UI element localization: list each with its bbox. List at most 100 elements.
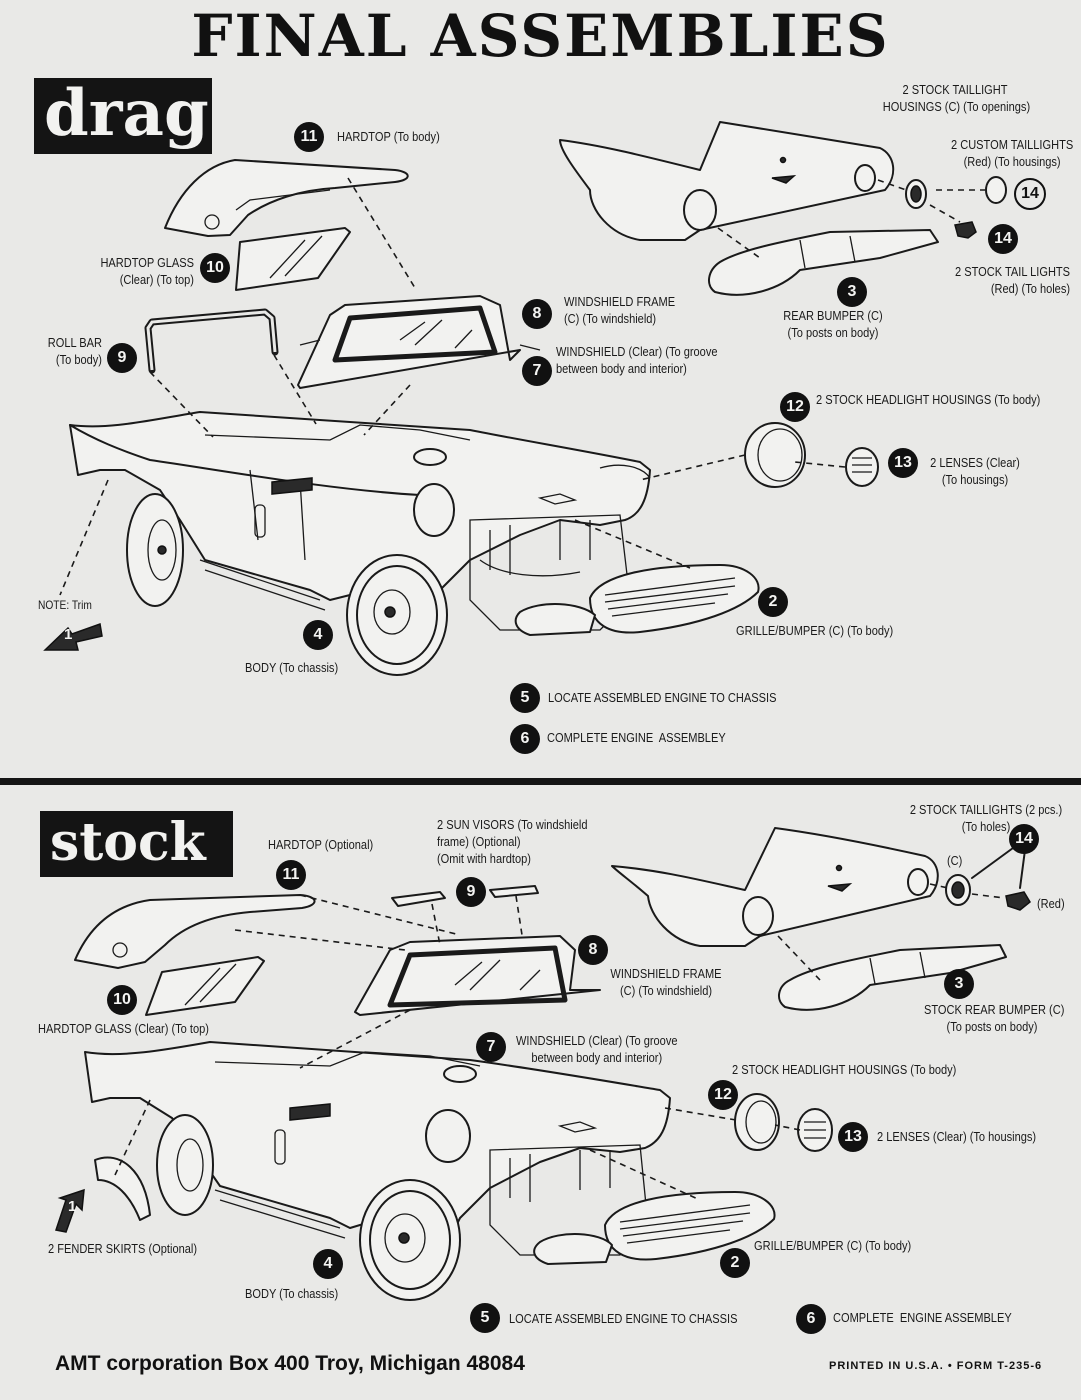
drag-step-9: 9 (107, 343, 137, 373)
drag-label-stock-tail-lights: 2 STOCK TAIL LIGHTS (Red) (To holes) (955, 264, 1071, 296)
stock-step-1: 1 (68, 1198, 77, 1215)
stock-step-7: 7 (476, 1032, 506, 1062)
drag-rear-fender-illustration (559, 121, 895, 241)
stock-label-windshield: WINDSHIELD (Clear) (To groove between bo… (516, 1033, 678, 1065)
drag-roll-bar-illustration (144, 308, 279, 374)
drag-grille-bumper-illustration (514, 564, 760, 636)
drag-step-4: 4 (303, 620, 333, 650)
stock-arrow-icon (55, 1188, 85, 1233)
drag-engine-illustration (469, 514, 631, 631)
stock-step-9: 9 (456, 877, 486, 907)
drag-label-taillight-housings: 2 STOCK TAILLIGHT HOUSINGS (C) (To openi… (882, 82, 1031, 114)
drag-step-14-stock: 14 (988, 224, 1018, 254)
drag-headlight-housing-illustration (744, 422, 806, 488)
drag-label-windshield: WINDSHIELD (Clear) (To groove between bo… (556, 344, 718, 376)
drag-body-illustration (69, 411, 651, 611)
drag-arrow-icon (43, 622, 103, 651)
stock-fender-skirt-illustration (94, 1156, 151, 1221)
drag-label-hardtop-glass: HARDTOP GLASS (Clear) (To top) (100, 255, 194, 287)
stock-label-complete-engine: COMPLETE ENGINE ASSEMBLEY (833, 1310, 1012, 1325)
drag-front-wheel-illustration (346, 554, 448, 676)
stock-label-headlight-housings: 2 STOCK HEADLIGHT HOUSINGS (To body) (732, 1062, 957, 1077)
stock-label-rear-bumper: STOCK REAR BUMPER (C) (To posts on body) (924, 1002, 1065, 1034)
stock-headlight-housing-illustration (734, 1093, 780, 1151)
drag-step-10: 10 (200, 253, 230, 283)
drag-rear-wheel-illustration (126, 493, 184, 607)
drag-label-headlight-housings: 2 STOCK HEADLIGHT HOUSINGS (To body) (816, 392, 1041, 407)
stock-label-taillight-c: (C) (947, 853, 963, 868)
stock-step-6: 6 (796, 1304, 826, 1334)
stock-engine-illustration (489, 1144, 649, 1256)
stock-sun-visor-illustration (391, 885, 539, 907)
footer-company-address: AMT corporation Box 400 Troy, Michigan 4… (55, 1352, 525, 1375)
stock-rear-wheel-illustration (156, 1114, 214, 1216)
stock-step-14: 14 (1009, 824, 1039, 854)
drag-label-hardtop: HARDTOP (To body) (337, 129, 440, 144)
drag-rear-bumper-illustration (708, 229, 939, 296)
drag-headlight-lens-illustration (845, 447, 879, 487)
footer-form-number: PRINTED IN U.S.A. • FORM T-235-6 (829, 1360, 1043, 1372)
stock-step-2: 2 (720, 1248, 750, 1278)
drag-step-14-custom: 14 (1014, 178, 1046, 210)
drag-custom-taillight-illustration (985, 176, 1007, 204)
stock-hardtop-illustration (74, 894, 316, 969)
stock-label-lenses: 2 LENSES (Clear) (To housings) (877, 1129, 1037, 1144)
stock-taillight-illustration (945, 874, 1031, 911)
drag-step-2: 2 (758, 587, 788, 617)
drag-step-11: 11 (294, 122, 324, 152)
drag-label-body: BODY (To chassis) (245, 660, 339, 675)
stock-windshield-illustration (354, 935, 601, 1016)
stock-label-windshield-frame: WINDSHIELD FRAME (C) (To windshield) (610, 966, 722, 998)
drag-label-rear-bumper: REAR BUMPER (C) (To posts on body) (783, 308, 883, 340)
drag-leader-lines (59, 177, 985, 596)
stock-label-hardtop-glass: HARDTOP GLASS (Clear) (To top) (38, 1021, 209, 1036)
drag-label-locate-engine: LOCATE ASSEMBLED ENGINE TO CHASSIS (548, 690, 777, 705)
stock-leader-lines (114, 847, 1026, 1201)
stock-label-sun-visors: 2 SUN VISORS (To windshield frame) (Opti… (437, 817, 588, 866)
drag-label-roll-bar: ROLL BAR (To body) (47, 335, 102, 367)
drag-step-8: 8 (522, 299, 552, 329)
drag-label-windshield-frame: WINDSHIELD FRAME (C) (To windshield) (564, 294, 676, 326)
stock-label-taillight-red: (Red) (1037, 896, 1065, 911)
drag-stock-taillight-illustration (954, 221, 977, 239)
stock-step-11: 11 (276, 860, 306, 890)
stock-step-12: 12 (708, 1080, 738, 1110)
drag-step-12: 12 (780, 392, 810, 422)
stock-front-wheel-illustration (359, 1179, 461, 1301)
stock-hardtop-glass-illustration (145, 956, 265, 1016)
stock-label-hardtop: HARDTOP (Optional) (268, 837, 374, 852)
stock-label-grille-bumper: GRILLE/BUMPER (C) (To body) (754, 1238, 912, 1253)
stock-label-taillights: 2 STOCK TAILLIGHTS (2 pcs.) (To holes) (909, 802, 1063, 834)
drag-label-lenses: 2 LENSES (Clear) (To housings) (930, 455, 1020, 487)
section-tag-drag: drag (34, 78, 212, 154)
drag-label-complete-engine: COMPLETE ENGINE ASSEMBLEY (547, 730, 726, 745)
stock-label-fender-skirts: 2 FENDER SKIRTS (Optional) (48, 1241, 198, 1256)
stock-step-4: 4 (313, 1249, 343, 1279)
drag-hardtop-illustration (164, 159, 409, 237)
stock-step-5: 5 (470, 1303, 500, 1333)
stock-headlight-lens-illustration (797, 1108, 833, 1152)
stock-step-3: 3 (944, 969, 974, 999)
stock-step-13: 13 (838, 1122, 868, 1152)
drag-step-7: 7 (522, 356, 552, 386)
drag-label-note-trim: NOTE: Trim (38, 598, 92, 612)
drag-label-grille-bumper: GRILLE/BUMPER (C) (To body) (736, 623, 894, 638)
drag-step-5: 5 (510, 683, 540, 713)
drag-step-6: 6 (510, 724, 540, 754)
section-divider (0, 778, 1081, 785)
stock-label-locate-engine: LOCATE ASSEMBLED ENGINE TO CHASSIS (509, 1311, 738, 1326)
stock-step-10: 10 (107, 985, 137, 1015)
page-title: FINAL ASSEMBLIES (191, 2, 890, 70)
drag-taillight-housing-illustration (905, 179, 927, 209)
stock-rear-fender-illustration (611, 827, 939, 947)
stock-label-body: BODY (To chassis) (245, 1286, 339, 1301)
drag-step-13: 13 (888, 448, 918, 478)
stock-step-8: 8 (578, 935, 608, 965)
drag-step-3: 3 (837, 277, 867, 307)
drag-windshield-illustration (297, 295, 541, 389)
drag-label-custom-taillights: 2 CUSTOM TAILLIGHTS (Red) (To housings) (951, 137, 1074, 169)
section-tag-stock: stock (40, 811, 233, 877)
stock-rear-bumper-illustration (778, 944, 1007, 1011)
stock-body-illustration (84, 1041, 671, 1239)
